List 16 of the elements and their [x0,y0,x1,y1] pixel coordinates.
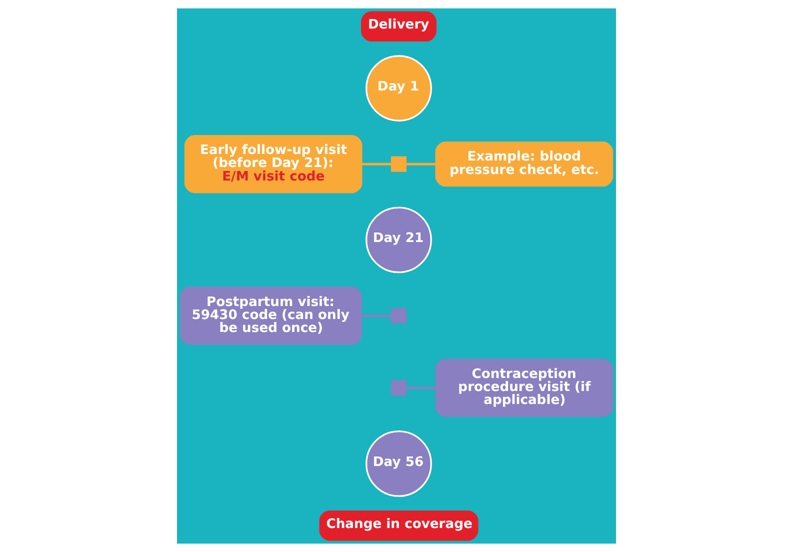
node-box: Change in coverage [318,510,478,541]
node-box: Delivery [360,11,436,42]
node-box: Early follow-up visit (before Day 21): E/M visit code [184,135,362,194]
node-box: Postpartum visit: 59430 code (can only be used once) [179,286,362,345]
connector [406,386,436,390]
node-box [390,308,406,324]
node-circle: Day 1 [365,55,432,122]
node-circle: Day 56 [365,430,432,497]
node-circle: Day 21 [365,206,432,274]
connector [361,314,391,317]
node-box: Example: blood pressure check, etc. [434,142,613,187]
connector [406,162,436,166]
node-box: Contraception procedure visit (if applicable) [434,358,613,417]
node-box [390,380,406,396]
node-box [390,156,406,172]
connector [362,162,391,166]
